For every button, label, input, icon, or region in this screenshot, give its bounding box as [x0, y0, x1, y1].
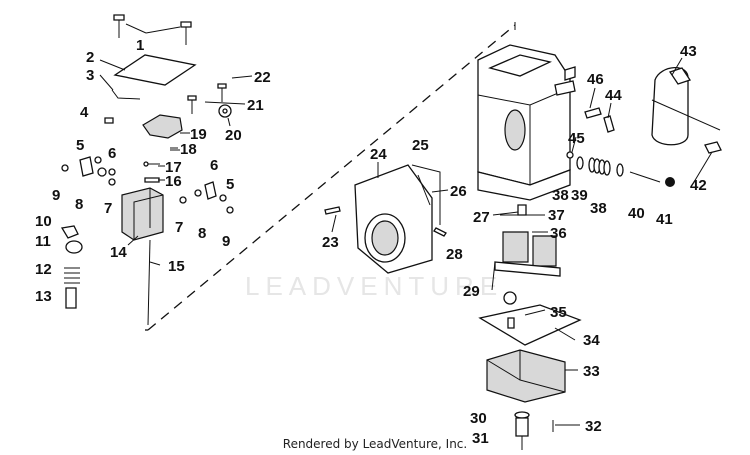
screw-part: [324, 206, 341, 215]
callout-12: 12: [35, 261, 52, 278]
jet-part: [503, 291, 517, 305]
callout-29: 29: [463, 283, 480, 300]
drain-screw-part: [514, 411, 530, 450]
callout-numbers: 1 2 3 4 5 6 7 8 9 10 11 12 13 14 15 16 1…: [35, 37, 707, 447]
callout-6: 6: [108, 145, 116, 162]
callout-8: 8: [75, 196, 83, 213]
bracket-part: [142, 114, 183, 139]
callout-31: 31: [472, 430, 489, 447]
small-fittings-right: [179, 181, 234, 214]
o-ring-part: [566, 151, 574, 159]
carburetor-body-part: [477, 44, 576, 201]
footer-credit: Rendered by LeadVenture, Inc.: [282, 437, 468, 451]
callout-16: 16: [165, 173, 182, 190]
callout-38: 38: [552, 187, 569, 204]
leader-lines: [331, 162, 449, 233]
spring-clip-part: [111, 89, 141, 100]
leader-lines: [491, 57, 713, 426]
callout-40: 40: [628, 205, 645, 222]
callout-2: 2: [86, 49, 94, 66]
screw-part: [187, 83, 227, 114]
ball-part: [665, 177, 675, 187]
callout-18: 18: [180, 141, 197, 158]
callout-38b: 38: [590, 200, 607, 217]
callout-4: 4: [80, 104, 89, 121]
callout-20: 20: [225, 127, 242, 144]
callout-7b: 7: [175, 219, 183, 236]
callout-3: 3: [86, 67, 94, 84]
screw-part: [104, 117, 114, 124]
callout-11: 11: [35, 233, 51, 250]
callout-21: 21: [247, 97, 264, 114]
dashed-guide-line: [147, 24, 516, 331]
callout-45: 45: [568, 130, 585, 147]
spring-part: [64, 267, 80, 284]
callout-23: 23: [322, 234, 339, 251]
callout-6b: 6: [210, 157, 218, 174]
callout-33: 33: [583, 363, 600, 380]
callout-9b: 9: [222, 233, 230, 250]
callout-17: 17: [165, 159, 182, 176]
callout-15: 15: [168, 258, 185, 275]
callout-26: 26: [450, 183, 467, 200]
washer-part: [616, 163, 624, 177]
needle-part: [147, 239, 151, 326]
callout-14: 14: [110, 244, 127, 261]
callout-5: 5: [76, 137, 84, 154]
callout-22: 22: [254, 69, 271, 86]
callout-41: 41: [656, 211, 673, 228]
callout-42: 42: [690, 177, 707, 194]
washer-part: [576, 156, 584, 170]
callout-25: 25: [412, 137, 429, 154]
callout-46: 46: [587, 71, 604, 88]
callout-5b: 5: [226, 176, 234, 193]
callout-34: 34: [583, 332, 600, 349]
screw-part: [704, 141, 722, 154]
callout-19: 19: [190, 126, 207, 143]
pin-part: [433, 227, 447, 237]
needle-screw-part: [629, 171, 661, 183]
callout-10: 10: [35, 213, 52, 230]
watermark-text: LEADVENTURE: [245, 271, 503, 301]
valve-part: [517, 204, 527, 216]
pin-parts: [143, 149, 180, 183]
gasket-part: [113, 54, 197, 86]
callout-13: 13: [35, 288, 52, 305]
callout-32: 32: [585, 418, 602, 435]
cap-part: [60, 225, 79, 239]
nut-part: [65, 240, 83, 254]
screw-part: [113, 14, 192, 45]
callout-43: 43: [680, 43, 697, 60]
float-bowl-gasket: [478, 304, 582, 346]
small-fittings-left: [61, 156, 116, 186]
throttle-cover-part: [651, 67, 721, 146]
callout-8b: 8: [198, 225, 206, 242]
callout-27: 27: [473, 209, 490, 226]
leader-lines: [99, 23, 253, 266]
float-assembly-part: [494, 231, 561, 277]
callout-30: 30: [470, 410, 487, 427]
callout-39: 39: [571, 187, 588, 204]
callout-36: 36: [550, 225, 567, 242]
callout-35: 35: [550, 304, 567, 321]
callout-28: 28: [446, 246, 463, 263]
jet-needle-part: [65, 287, 77, 309]
callout-1: 1: [136, 37, 144, 54]
spring-part: [588, 157, 611, 176]
float-part: [121, 187, 164, 241]
fitting-part: [584, 107, 602, 119]
callout-44: 44: [605, 87, 622, 104]
plunger-part: [603, 115, 615, 133]
float-bowl-part: [486, 349, 566, 403]
callout-9: 9: [52, 187, 60, 204]
callout-37: 37: [548, 207, 565, 224]
callout-7: 7: [104, 200, 112, 217]
callout-24: 24: [370, 146, 387, 163]
